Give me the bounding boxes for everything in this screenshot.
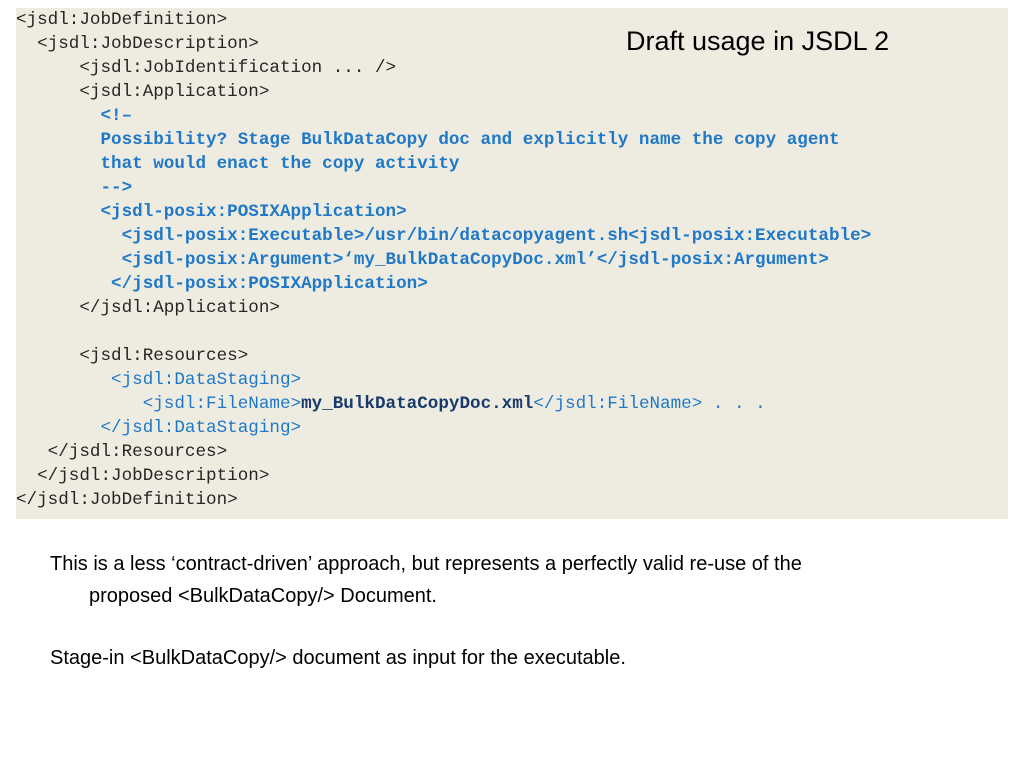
code-line-application-open: <jsdl:Application>	[16, 82, 270, 102]
code-line-posix-argument: <jsdl-posix:Argument>‘my_BulkDataCopyDoc…	[16, 250, 829, 270]
code-line-job-definition-open: <jsdl:JobDefinition>	[16, 10, 228, 30]
code-file-name-open-tag: <jsdl:FileName>	[16, 394, 302, 414]
body-paragraph-2: Stage-in <BulkDataCopy/> document as inp…	[50, 647, 626, 669]
code-line-comment-text-1: Possibility? Stage BulkDataCopy doc and …	[16, 130, 840, 150]
code-line-job-description-close: </jsdl:JobDescription>	[16, 466, 270, 486]
code-line-posix-application-close: </jsdl-posix:POSIXApplication>	[16, 274, 428, 294]
code-line-job-identification: <jsdl:JobIdentification ... />	[16, 58, 397, 78]
code-line-resources-close: </jsdl:Resources>	[16, 442, 228, 462]
body-paragraph-1-line-2: proposed <BulkDataCopy/> Document.	[89, 585, 437, 607]
code-file-name-close-tag: </jsdl:FileName> . . .	[533, 394, 766, 414]
code-file-name-value: my_BulkDataCopyDoc.xml	[301, 394, 534, 414]
code-line-comment-close: -->	[16, 178, 133, 198]
body-paragraph-1-line-1: This is a less ‘contract-driven’ approac…	[50, 553, 802, 575]
code-line-comment-open: <!–	[16, 106, 133, 126]
code-line-data-staging-close: </jsdl:DataStaging>	[16, 418, 302, 438]
code-line-file-name: <jsdl:FileName>my_BulkDataCopyDoc.xml</j…	[16, 392, 766, 416]
code-line-job-definition-close: </jsdl:JobDefinition>	[16, 490, 238, 510]
code-line-data-staging-open: <jsdl:DataStaging>	[16, 370, 302, 390]
code-line-application-close: </jsdl:Application>	[16, 298, 280, 318]
code-line-comment-text-2: that would enact the copy activity	[16, 154, 460, 174]
code-line-resources-open: <jsdl:Resources>	[16, 346, 249, 366]
code-line-posix-executable: <jsdl-posix:Executable>/usr/bin/datacopy…	[16, 226, 872, 246]
code-panel: <jsdl:JobDefinition> <jsdl:JobDescriptio…	[16, 8, 1008, 519]
code-line-job-description-open: <jsdl:JobDescription>	[16, 34, 259, 54]
slide-title: Draft usage in JSDL 2	[626, 26, 890, 56]
code-line-posix-application-open: <jsdl-posix:POSIXApplication>	[16, 202, 407, 222]
